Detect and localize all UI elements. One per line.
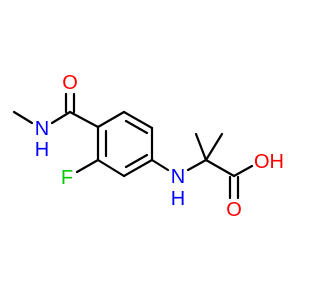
ring-inner-bond-c4-c5	[124, 153, 149, 169]
atom-o-carbonyl-acid: O	[226, 199, 242, 221]
bond-nh-quaternary-c	[186, 158, 208, 172]
bond-carbonyl-n	[50, 110, 72, 125]
bond-ring-nh	[150, 158, 170, 172]
molecule-canvas: O N H F N H OH O	[12, 72, 284, 221]
bonds	[12, 92, 254, 200]
bond-cooh-oh	[232, 164, 254, 178]
atom-labels: O N H F N H OH O	[35, 72, 284, 221]
atom-h-amide: H	[35, 139, 49, 161]
bond-quaternary-methyl-a	[194, 132, 208, 162]
atom-h-amine: H	[171, 188, 185, 210]
atom-n-amide: N	[35, 118, 49, 140]
structure-diagram: O N H F N H OH O	[12, 72, 284, 221]
ring-bond-c5-c6	[96, 158, 126, 178]
ring-bond-c4-c5	[122, 158, 154, 178]
atom-o-carbonyl-amide: O	[62, 72, 78, 94]
atom-o-hydroxyl: OH	[254, 151, 284, 173]
atom-n-amine: N	[171, 166, 185, 188]
ring-inner-bond-c2-c3	[124, 119, 149, 135]
bond-quaternary-cooh	[204, 158, 236, 178]
ring-bond-c2-c3	[122, 110, 154, 130]
bond-ring-carbonyl	[68, 110, 100, 129]
bond-quaternary-methyl-b	[204, 132, 224, 162]
bond-n-methyl	[12, 110, 34, 125]
bond-ring-f	[75, 158, 100, 174]
ring-bond-c1-c2	[96, 110, 126, 129]
atom-fluorine: F	[61, 167, 73, 189]
